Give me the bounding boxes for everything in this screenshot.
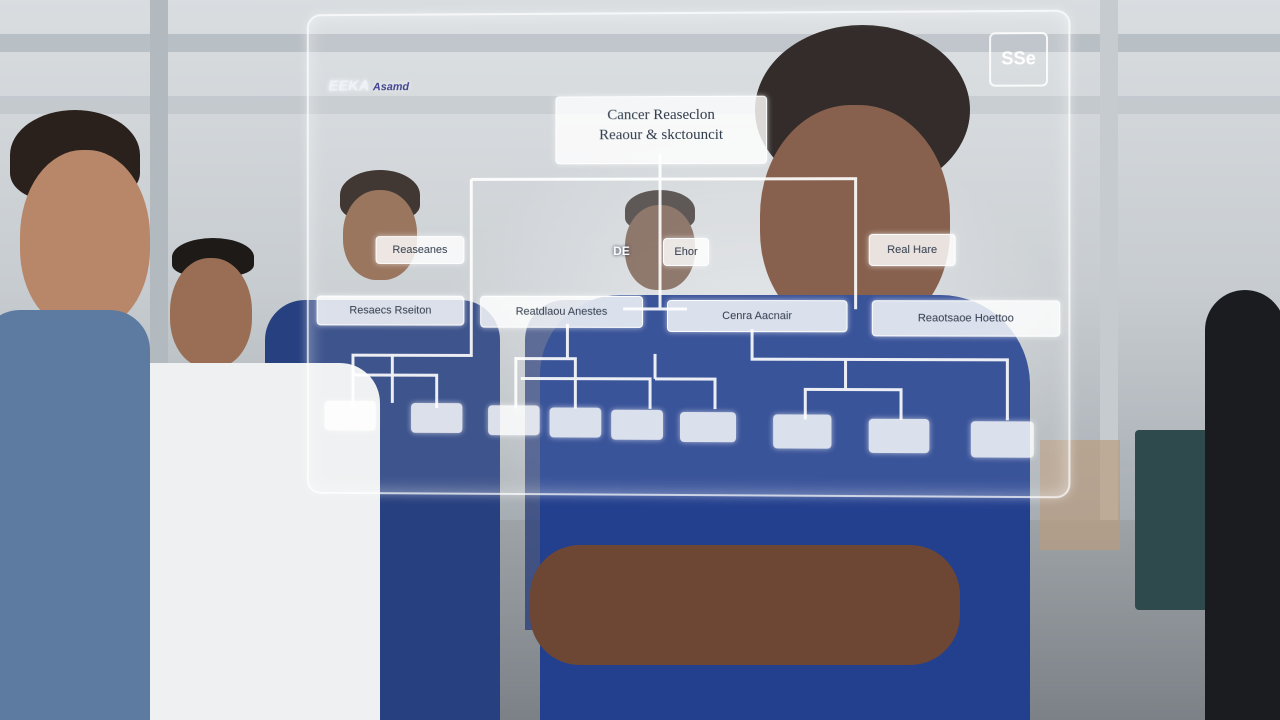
root-line-2: Reaour & skctouncit (599, 126, 724, 144)
level2-node-2: Ehor (663, 237, 709, 267)
level3-node-4: Reaotsaoe Hoettoo (871, 300, 1061, 337)
cardboard-box (1040, 440, 1120, 550)
leaf-node (411, 402, 463, 434)
presenter-arm (530, 545, 960, 665)
level3-node-1: Resaecs Rseiton (316, 295, 465, 326)
chart-root-node: Cancer Reaseclon Reaour & skctouncit (555, 95, 768, 165)
leaf-node (611, 409, 664, 440)
root-line-1: Cancer Reaseclon (607, 106, 715, 124)
leaf-node (488, 405, 540, 436)
leaf-node (868, 418, 930, 454)
level2-node-1: Reaseanes (375, 236, 465, 264)
pillar (1100, 0, 1118, 520)
level2-node-3: Real Hare (868, 233, 956, 267)
leaf-node (773, 414, 832, 449)
leaf-node (549, 407, 602, 438)
level3-node-2: Reatdlaou Anestes (480, 295, 644, 328)
level2-prefix-text: DE (613, 244, 630, 258)
level3-node-3: Cenra Aacnair (667, 299, 848, 333)
leaf-node (680, 411, 737, 443)
holographic-org-chart: EEKA Asamd SSe Cancer Reaseclon Reaour &… (306, 9, 1071, 499)
leaf-node (970, 421, 1034, 458)
leaf-node (324, 400, 376, 431)
ceiling-beam (0, 34, 1280, 52)
